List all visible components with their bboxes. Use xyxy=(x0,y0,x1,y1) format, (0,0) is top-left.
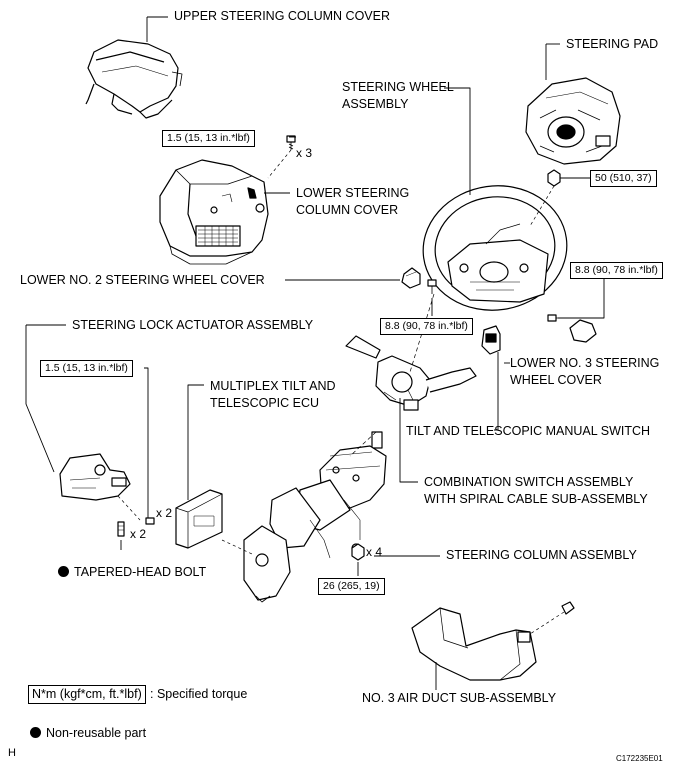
multiplex-tilt-telescopic-ecu xyxy=(175,489,253,555)
label-steering-column-assembly: STEERING COLUMN ASSEMBLY xyxy=(446,548,637,562)
label-combination-switch-line2: WITH SPIRAL CABLE SUB-ASSEMBLY xyxy=(424,492,648,506)
tilt-telescopic-manual-switch xyxy=(481,325,501,355)
label-multiplex-ecu-line2: TELESCOPIC ECU xyxy=(210,396,320,410)
label-steering-pad: STEERING PAD xyxy=(566,37,659,51)
quantity-x4: x 4 xyxy=(366,545,383,559)
legend-specified-torque: : Specified torque xyxy=(150,687,248,701)
label-tilt-telescopic-manual-switch: TILT AND TELESCOPIC MANUAL SWITCH xyxy=(406,424,651,438)
torque-column-nut: 26 (265, 19) xyxy=(318,578,385,595)
lower-no2-steering-wheel-cover xyxy=(401,267,421,289)
leader-lines xyxy=(25,16,606,690)
no3-air-duct-sub-assembly xyxy=(411,601,575,681)
label-lower-no3-steering-wheel-cover-line1: LOWER NO. 3 STEERING xyxy=(510,356,660,370)
label-tapered-head-bolt: TAPERED-HEAD BOLT xyxy=(58,565,206,580)
non-reusable-dot-icon xyxy=(58,566,69,577)
column-nut xyxy=(351,543,365,561)
label-combination-switch-line1: COMBINATION SWITCH ASSEMBLY xyxy=(424,475,634,489)
steering-lock-actuator-assembly xyxy=(59,453,141,521)
quantity-x3: x 3 xyxy=(296,146,313,160)
non-reusable-dot-icon xyxy=(30,727,41,738)
torque-lock-actuator-bolt: 1.5 (15, 13 in.*lbf) xyxy=(40,360,133,377)
steering-wheel-assembly xyxy=(422,185,568,311)
quantity-x2-upper: x 2 xyxy=(156,506,173,520)
figure-code: C172235E01 xyxy=(616,754,663,763)
torque-upper-screw: 1.5 (15, 13 in.*lbf) xyxy=(162,130,255,147)
legend-non-reusable-text: Non-reusable part xyxy=(46,726,147,740)
torque-lower-no2-screw: 8.8 (90, 78 in.*lbf) xyxy=(380,318,473,335)
steering-pad xyxy=(525,77,621,165)
combination-switch-assembly xyxy=(345,335,477,411)
label-steering-lock-actuator-assembly: STEERING LOCK ACTUATOR ASSEMBLY xyxy=(72,318,314,332)
label-upper-steering-column-cover: UPPER STEERING COLUMN COVER xyxy=(174,9,391,23)
quantity-x2-lower: x 2 xyxy=(130,527,147,541)
steering-column-assembly xyxy=(243,431,387,603)
torque-lower-no3-screw: 8.8 (90, 78 in.*lbf) xyxy=(570,262,663,279)
label-no3-air-duct-sub-assembly: NO. 3 AIR DUCT SUB-ASSEMBLY xyxy=(362,691,557,705)
legend-non-reusable: Non-reusable part xyxy=(30,726,146,741)
screw-x3 xyxy=(267,135,296,179)
lower-steering-column-cover xyxy=(159,159,269,265)
legend-unit-box: N*m (kgf*cm, ft.*lbf) xyxy=(28,685,146,704)
tapered-head-bolt-text: TAPERED-HEAD BOLT xyxy=(74,565,207,579)
label-steering-wheel-assembly-line2: ASSEMBLY xyxy=(342,97,409,111)
tapered-head-bolts xyxy=(117,517,155,537)
upper-steering-column-cover xyxy=(85,39,183,119)
torque-steering-wheel-nut: 50 (510, 37) xyxy=(590,170,657,187)
label-lower-steering-column-cover-line2: COLUMN COVER xyxy=(296,203,399,217)
label-steering-wheel-assembly-line1: STEERING WHEEL xyxy=(342,80,454,94)
label-multiplex-ecu-line1: MULTIPLEX TILT AND xyxy=(210,379,336,393)
label-lower-no3-steering-wheel-cover-line2: WHEEL COVER xyxy=(510,373,602,387)
screw-mid xyxy=(427,279,437,294)
lower-no3-steering-wheel-cover xyxy=(547,314,597,343)
label-lower-no2-steering-wheel-cover: LOWER NO. 2 STEERING WHEEL COVER xyxy=(20,273,265,287)
steering-wheel-nut xyxy=(529,169,561,227)
corner-mark-h: H xyxy=(8,747,16,759)
label-lower-steering-column-cover-line1: LOWER STEERING xyxy=(296,186,410,200)
